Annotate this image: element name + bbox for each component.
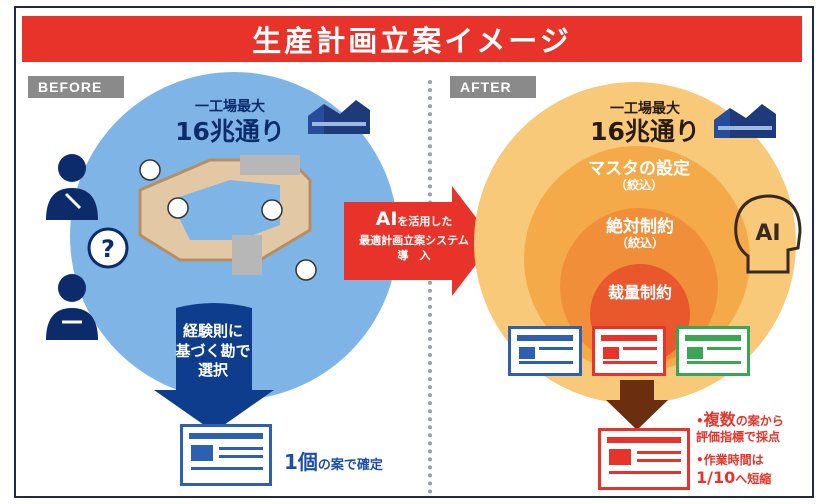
ai-introduction-label: AIを活用した 最適計画立案システム 導 入 bbox=[359, 208, 469, 262]
section-divider bbox=[428, 80, 432, 494]
worker-icon bbox=[46, 154, 98, 220]
ai-head-text: AI bbox=[755, 221, 780, 246]
conveyor-icon bbox=[138, 155, 317, 281]
after-small-label: 一工場最大 bbox=[610, 101, 680, 117]
before-down-label: 経験則に 基づく勘で 選択 bbox=[175, 322, 251, 379]
ring-absolute-constraints: 絶対制約 （絞込） bbox=[606, 217, 674, 250]
plan-doc-red-icon bbox=[592, 326, 666, 376]
page-title: 生産計画立案イメージ bbox=[22, 16, 802, 62]
worker-icon-2 bbox=[46, 274, 98, 340]
after-big-label: 16兆通り bbox=[590, 117, 700, 146]
after-result-time: •作業時間は 1/10へ短縮 bbox=[696, 453, 772, 487]
plan-doc-green-icon bbox=[676, 326, 750, 376]
ai-head-icon: AI bbox=[734, 194, 802, 274]
after-document-icon bbox=[598, 428, 690, 490]
before-document-icon bbox=[180, 424, 272, 486]
after-result-multiple: •複数の案から 評価指標で採点 bbox=[696, 410, 784, 444]
before-small-label: 一工場最大 bbox=[195, 99, 265, 115]
after-result: •複数の案から 評価指標で採点 •作業時間は 1/10へ短縮 bbox=[696, 410, 784, 496]
before-big-label: 16兆通り bbox=[175, 117, 285, 146]
plan-doc-blue-icon bbox=[508, 326, 582, 376]
factory-icon-after bbox=[714, 104, 776, 138]
before-result: 1個の案で確定 bbox=[284, 450, 383, 474]
svg-text:?: ? bbox=[101, 235, 115, 263]
before-tag: BEFORE bbox=[28, 76, 124, 98]
ai-introduction-arrow bbox=[344, 186, 494, 296]
after-tag: AFTER bbox=[450, 76, 536, 98]
ring-discretionary-constraints: 裁量制約 bbox=[607, 283, 672, 302]
ring-master-settings: マスタの設定 （絞込） bbox=[588, 159, 690, 192]
factory-icon bbox=[308, 100, 370, 134]
question-icon: ? bbox=[87, 227, 129, 269]
before-down-arrow bbox=[154, 303, 274, 432]
after-down-arrow bbox=[606, 380, 668, 430]
